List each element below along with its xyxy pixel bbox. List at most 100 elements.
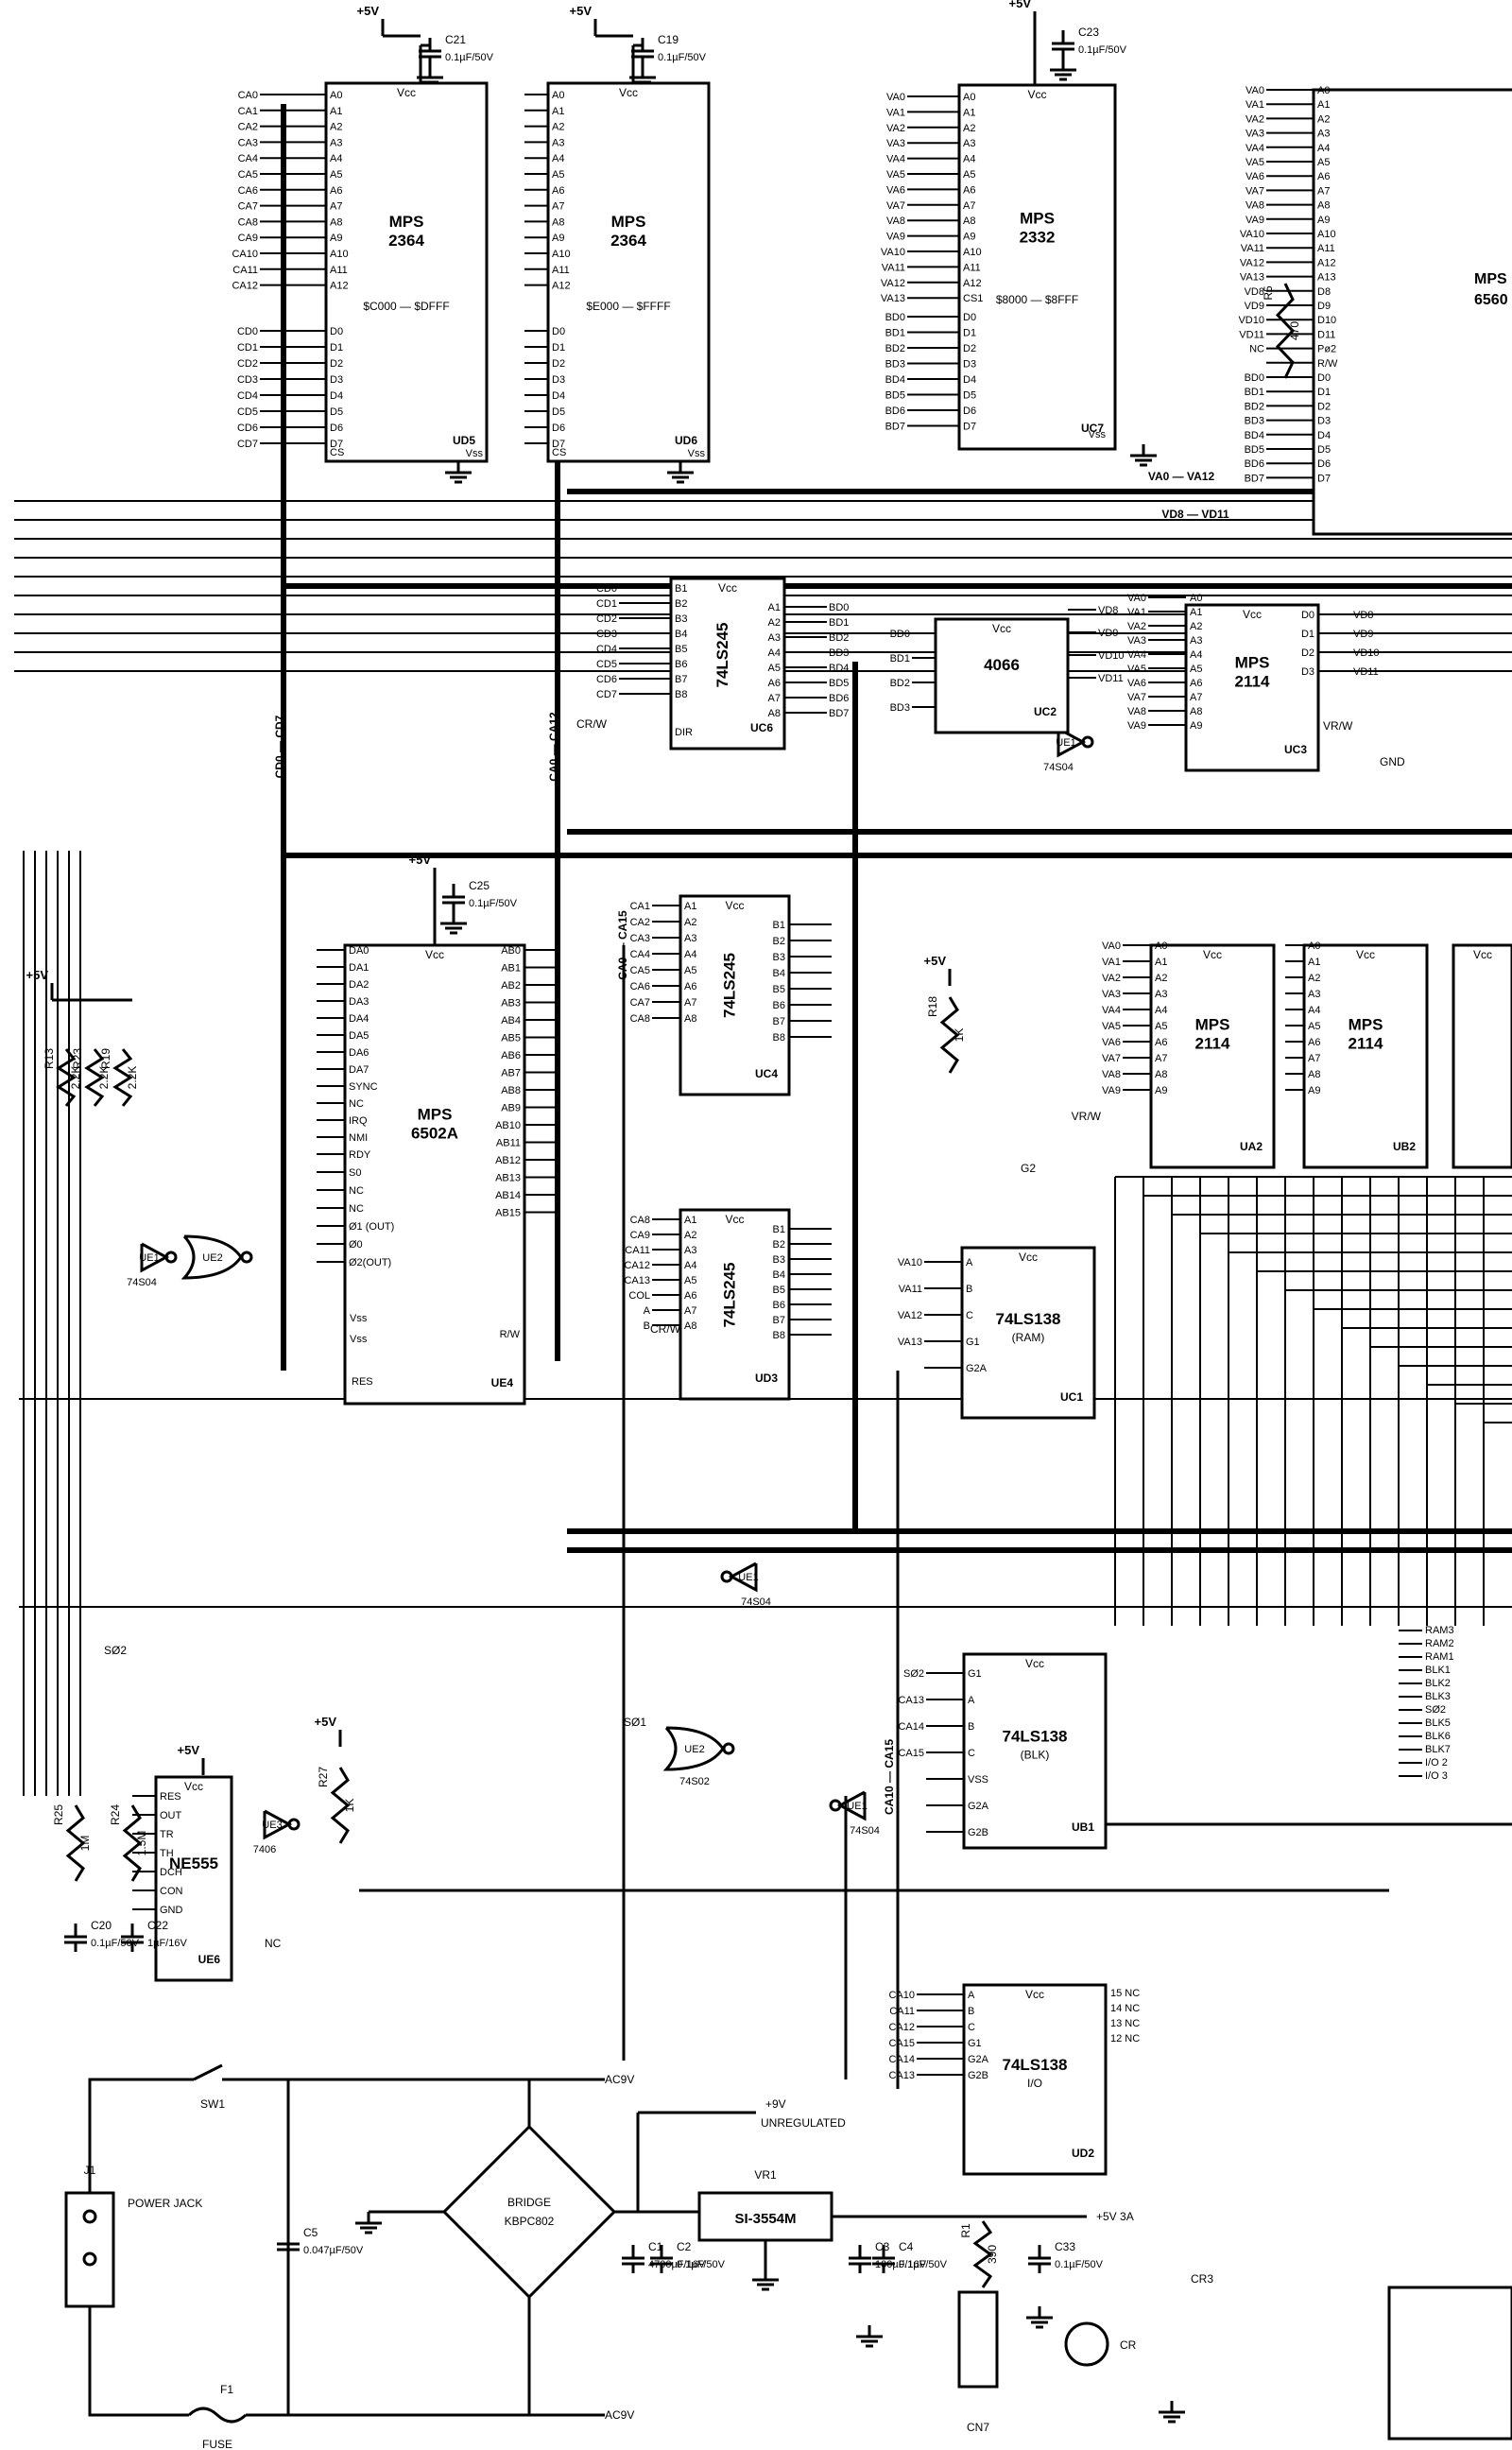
- ic-UB2: [1302, 943, 1429, 1169]
- inverter-bubble: [720, 1570, 733, 1583]
- net-label: CA11: [232, 265, 258, 276]
- pin-label: G2A: [968, 2054, 989, 2065]
- pin-label: DA2: [349, 979, 369, 991]
- net-label: G2: [1021, 1162, 1036, 1175]
- resistor: [84, 1048, 105, 1107]
- supply-label: +5V: [357, 4, 380, 18]
- pin-label: A3: [1308, 989, 1320, 1000]
- pin-label: A5: [1317, 157, 1330, 168]
- pin-label: A2: [552, 122, 564, 133]
- pin-label: DCH: [160, 1867, 182, 1878]
- resistor: [65, 1804, 86, 1882]
- net-label: GND: [1380, 755, 1405, 768]
- net-label: VA3: [1246, 129, 1264, 140]
- chip-part: 6560: [1474, 292, 1508, 308]
- pin-label: A9: [552, 233, 564, 244]
- chip-part: 2332: [1020, 228, 1056, 246]
- net-label: CA13: [888, 2070, 915, 2081]
- pin-label: A9: [330, 233, 342, 244]
- pin-label: D10: [1317, 315, 1336, 326]
- net-label: CA8: [238, 216, 258, 228]
- net-label: CA11: [889, 2006, 915, 2017]
- pin-label: A5: [684, 1275, 696, 1286]
- pin-label: A10: [963, 247, 982, 258]
- pin-label: B2: [773, 936, 785, 947]
- pin-label: AB6: [501, 1050, 521, 1061]
- resistor-label: R25: [52, 1804, 65, 1825]
- chip-sub: (RAM): [1012, 1331, 1045, 1344]
- pin-label: IRQ: [349, 1115, 368, 1127]
- net-label: CD1: [237, 342, 258, 354]
- wire: [728, 1561, 758, 1593]
- pin-label: A1: [768, 602, 781, 613]
- pin-label: B2: [675, 598, 687, 610]
- nor-gate: [180, 1234, 243, 1280]
- pin-label: B4: [773, 968, 785, 979]
- net-label: VA1: [1127, 607, 1146, 618]
- net-label: CR/W: [576, 717, 608, 731]
- pin-label: Vss: [350, 1313, 368, 1324]
- chip-id: UD6: [675, 434, 697, 447]
- net-label: VA10: [1240, 229, 1264, 240]
- gate-part: 74S04: [1043, 762, 1074, 773]
- inverter-bubble: [829, 1799, 842, 1812]
- pin-label: A4: [963, 154, 975, 165]
- inverter-bubble: [287, 1818, 301, 1831]
- net-label: NC: [1249, 344, 1264, 355]
- net-label: +9V: [765, 2097, 786, 2111]
- net-label: CD2: [237, 358, 258, 370]
- pin-label: A12: [552, 281, 571, 292]
- pin-label: B1: [773, 920, 785, 931]
- resistor-value: 2.2K: [126, 1066, 139, 1090]
- pin-label: D2: [1301, 647, 1314, 659]
- resistor-label: R19: [99, 1048, 112, 1069]
- pin-label: A6: [1317, 171, 1330, 182]
- net-label: BD5: [1245, 444, 1264, 456]
- pin-label: A6: [684, 981, 696, 992]
- pin-label: S0: [349, 1167, 361, 1179]
- pin-label: B1: [773, 1224, 785, 1235]
- regulator-VR1: [697, 2191, 833, 2242]
- chip-part: MPS: [611, 213, 646, 231]
- net-label: AC9V: [605, 2073, 634, 2086]
- wire: [1057, 727, 1087, 758]
- capacitor-value: 4700µF/16V: [648, 2259, 706, 2270]
- pin-label: A0: [552, 90, 564, 101]
- net-label: VA8: [886, 216, 905, 227]
- capacitor-value: 0.1µF/50V: [1078, 44, 1127, 56]
- pin-label: R/W: [1317, 358, 1338, 370]
- pin-label: B: [968, 1721, 974, 1733]
- ic-UC4: [679, 894, 791, 1096]
- net-label: VA10: [881, 247, 905, 258]
- pin-label: A1: [1190, 607, 1202, 618]
- net-label: VD11: [1353, 666, 1379, 678]
- pin-label: A8: [768, 708, 781, 719]
- net-label: BD2: [1245, 401, 1264, 412]
- wire: [140, 1242, 170, 1273]
- pin-label: A2: [1155, 973, 1167, 984]
- pin-label: B2: [773, 1239, 785, 1251]
- net-label: VA8: [1246, 200, 1264, 212]
- chip-part: 2364: [388, 232, 424, 250]
- resistor: [972, 2220, 993, 2288]
- net-label: BD0: [885, 312, 905, 323]
- pin-label: D8: [1317, 286, 1331, 298]
- pin-label: AB8: [501, 1085, 521, 1096]
- pin-label: A3: [963, 138, 975, 149]
- capacitor-value: 0.1µF/50V: [677, 2259, 726, 2270]
- pin-label: D7: [552, 439, 565, 450]
- net-label: VA12: [881, 278, 905, 289]
- pin-label: NC: [349, 1185, 364, 1197]
- chip-address: $C000 — $DFFF: [363, 300, 449, 313]
- resistor-value: 2.2K: [69, 1066, 82, 1090]
- net-label: VA9: [1127, 720, 1146, 732]
- pin-label: A1: [330, 106, 342, 117]
- wire: [836, 1790, 867, 1821]
- net-label: VD9: [1098, 628, 1118, 639]
- pin-label: DA6: [349, 1047, 369, 1059]
- pin-label: Vcc: [1025, 1988, 1044, 2001]
- resistor: [56, 1048, 77, 1107]
- pin-label: A4: [1308, 1005, 1320, 1016]
- pin-label: D3: [1301, 666, 1314, 678]
- net-label: CA15: [898, 1748, 924, 1759]
